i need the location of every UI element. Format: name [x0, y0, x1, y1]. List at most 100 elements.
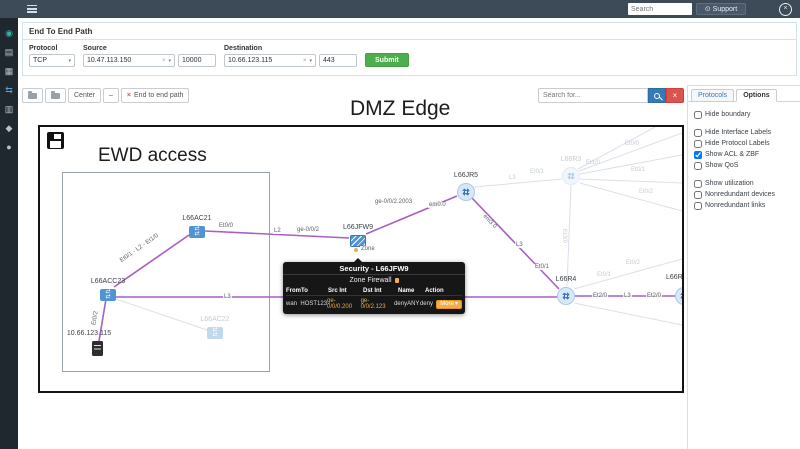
edge-label: L3: [623, 293, 632, 299]
protocol-select[interactable]: TCP ▾: [29, 54, 75, 67]
map-clear-button[interactable]: ×: [666, 88, 684, 103]
acl-table-header: From To Src Int Dst Int Name Action: [286, 288, 462, 296]
save-icon[interactable]: [47, 132, 64, 149]
node-host[interactable]: [92, 341, 103, 356]
node-label: L66R3: [560, 156, 582, 163]
node-l66ac21[interactable]: ⇄⇄: [189, 226, 205, 238]
edge-label: Et0/1: [631, 167, 646, 173]
reports-icon[interactable]: ▥: [4, 104, 14, 114]
settings-icon[interactable]: ◆: [5, 123, 13, 133]
options-tabs: Protocols Options: [688, 86, 800, 102]
node-l66acc23[interactable]: ⇄⇄: [100, 289, 116, 301]
option-label: Nonredundant links: [705, 202, 766, 209]
edge-label: Et3/0: [561, 228, 568, 244]
global-search-input[interactable]: [628, 3, 692, 15]
close-icon: ×: [126, 92, 132, 99]
option-hide-boundary: Hide boundary: [694, 109, 800, 120]
option-label: Show ACL & ZBF: [705, 151, 760, 158]
switch-icon: ⇄: [194, 231, 200, 237]
inventory-icon[interactable]: ▦: [4, 66, 14, 76]
node-l66r3[interactable]: ⇄⇄: [562, 167, 580, 185]
option-label: Hide boundary: [705, 111, 751, 118]
option-label: Show QoS: [705, 162, 739, 169]
map-search-button[interactable]: [648, 88, 666, 103]
dashboard-icon[interactable]: ◉: [5, 28, 13, 38]
router-icon: ⇄: [676, 288, 682, 304]
nonredundant-devices-checkbox[interactable]: [694, 190, 702, 199]
center-button[interactable]: Center: [68, 88, 102, 103]
documents-icon[interactable]: ▤: [4, 47, 14, 57]
menu-icon[interactable]: [27, 5, 37, 15]
edge-label: Et0/1: [530, 169, 545, 175]
node-label: L66AC22: [200, 316, 230, 323]
node-l66r4[interactable]: ⇄⇄: [557, 287, 575, 305]
clear-icon[interactable]: ×: [302, 57, 307, 64]
map-search-input[interactable]: [538, 88, 648, 103]
ewd-access-boundary: [62, 172, 270, 372]
switch-icon: ⇄: [212, 332, 218, 338]
map-toolbar: Center – ×End to end path ×: [22, 88, 686, 104]
chevron-down-icon: ▾: [168, 57, 171, 64]
option-nonredundant-links: Nonredundant links: [694, 200, 800, 211]
show-qos-checkbox[interactable]: [694, 161, 702, 170]
node-label: L66AC21: [182, 215, 212, 222]
diagrams-icon[interactable]: ⇆: [5, 85, 13, 95]
more-button[interactable]: More▾: [436, 299, 462, 309]
tab-options[interactable]: Options: [736, 89, 777, 102]
node-label: L66ACC23: [90, 278, 126, 285]
tooltip-title: Security - L66JFW9: [283, 262, 465, 275]
destination-port-input[interactable]: [319, 54, 357, 67]
hide-interface-labels-checkbox[interactable]: [694, 128, 702, 137]
switch-icon: ⇄: [194, 226, 200, 232]
option-label: Nonredundant devices: [705, 191, 776, 198]
boundary-title: EWD access: [98, 145, 207, 166]
node-l66jr5[interactable]: ⇄⇄: [457, 183, 475, 201]
folder-open-icon: [28, 90, 37, 99]
chevron-down-icon: ▾: [454, 300, 458, 307]
source-select[interactable]: 10.47.113.150 × ▾: [83, 54, 175, 67]
show-utilization-checkbox[interactable]: [694, 179, 702, 188]
edge-label: Et2/0: [592, 293, 609, 299]
tab-protocols[interactable]: Protocols: [691, 89, 735, 102]
switch-icon: ⇄: [105, 289, 111, 295]
option-label: Hide Interface Labels: [705, 129, 772, 136]
chevron-down-icon: ▾: [309, 57, 312, 64]
edge-label: Et0/1: [597, 272, 612, 278]
router-icon: ⇄: [676, 288, 683, 304]
router-icon: ⇄: [561, 292, 572, 300]
submit-button[interactable]: Submit: [365, 53, 409, 67]
option-hide-protocol-labels: Hide Protocol Labels: [694, 138, 800, 149]
node-l66ac22[interactable]: ⇄⇄: [207, 327, 223, 339]
source-label: Source: [83, 45, 107, 52]
folder-button[interactable]: [45, 88, 66, 103]
option-show-utilization: Show utilization: [694, 178, 800, 189]
support-button[interactable]: ⊙Support: [696, 3, 746, 15]
acl-table: From To Src Int Dst Int Name Action wan …: [283, 286, 465, 314]
option-label: Hide Protocol Labels: [705, 140, 770, 147]
node-l66r6[interactable]: ⇄⇄: [675, 287, 683, 305]
zone-dot-icon: [354, 248, 358, 252]
router-icon: ⇄: [562, 290, 570, 301]
hide-protocol-labels-checkbox[interactable]: [694, 139, 702, 148]
nonredundant-links-checkbox[interactable]: [694, 201, 702, 210]
hide-boundary-checkbox[interactable]: [694, 110, 702, 119]
router-icon: ⇄: [567, 170, 575, 181]
end-to-end-path-button[interactable]: ×End to end path: [120, 88, 190, 103]
help-icon[interactable]: ●: [6, 142, 12, 152]
open-folder-button[interactable]: [22, 88, 43, 103]
source-port-input[interactable]: [178, 54, 216, 67]
show-acl-zbf-checkbox[interactable]: [694, 150, 702, 159]
account-button[interactable]: ×: [779, 2, 792, 16]
router-icon: ⇄: [462, 186, 470, 197]
router-icon: ⇄: [461, 188, 472, 196]
headset-icon: ⊙: [704, 6, 711, 13]
edge-label: ge-0/0/2: [296, 227, 321, 233]
clear-icon[interactable]: ×: [161, 57, 166, 64]
node-l66jfw9[interactable]: [350, 235, 366, 247]
collapse-button[interactable]: –: [103, 88, 119, 103]
topology-edges: [98, 127, 682, 342]
node-label: L66JFW9: [343, 224, 373, 231]
destination-select[interactable]: 10.66.123.115 × ▾: [224, 54, 316, 67]
options-panel: Protocols Options Hide boundary Hide Int…: [687, 85, 800, 449]
edge-label: ge-0/0/2.2003: [374, 199, 414, 205]
